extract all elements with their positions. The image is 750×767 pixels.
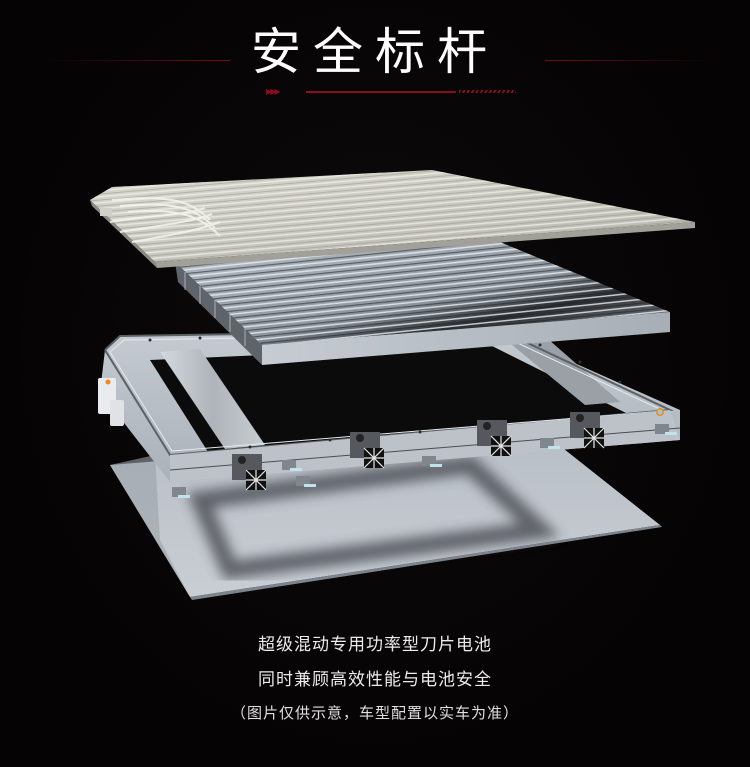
title-right-line: [545, 60, 715, 61]
pack-frame: [98, 328, 681, 498]
battery-pack-illustration: [90, 170, 695, 600]
caption-line-1: 超级混动专用功率型刀片电池: [258, 635, 492, 655]
blade-battery-module: [175, 238, 670, 365]
caption-line-2: 同时兼顾高效性能与电池安全: [258, 670, 492, 690]
title-left-line: [40, 60, 230, 61]
title-underline-decoration: ▶▶▶: [266, 87, 516, 96]
triple-arrow-icon: ▶▶▶: [266, 87, 281, 96]
caption-disclaimer: （图片仅供示意，车型配置以实车为准）: [230, 704, 519, 722]
underline-dashes: [459, 90, 516, 93]
mounting-blocks: [232, 412, 605, 491]
cooling-plate: [90, 170, 695, 268]
underline-bar: [306, 91, 456, 93]
page-title: 安全标杆: [251, 23, 499, 81]
